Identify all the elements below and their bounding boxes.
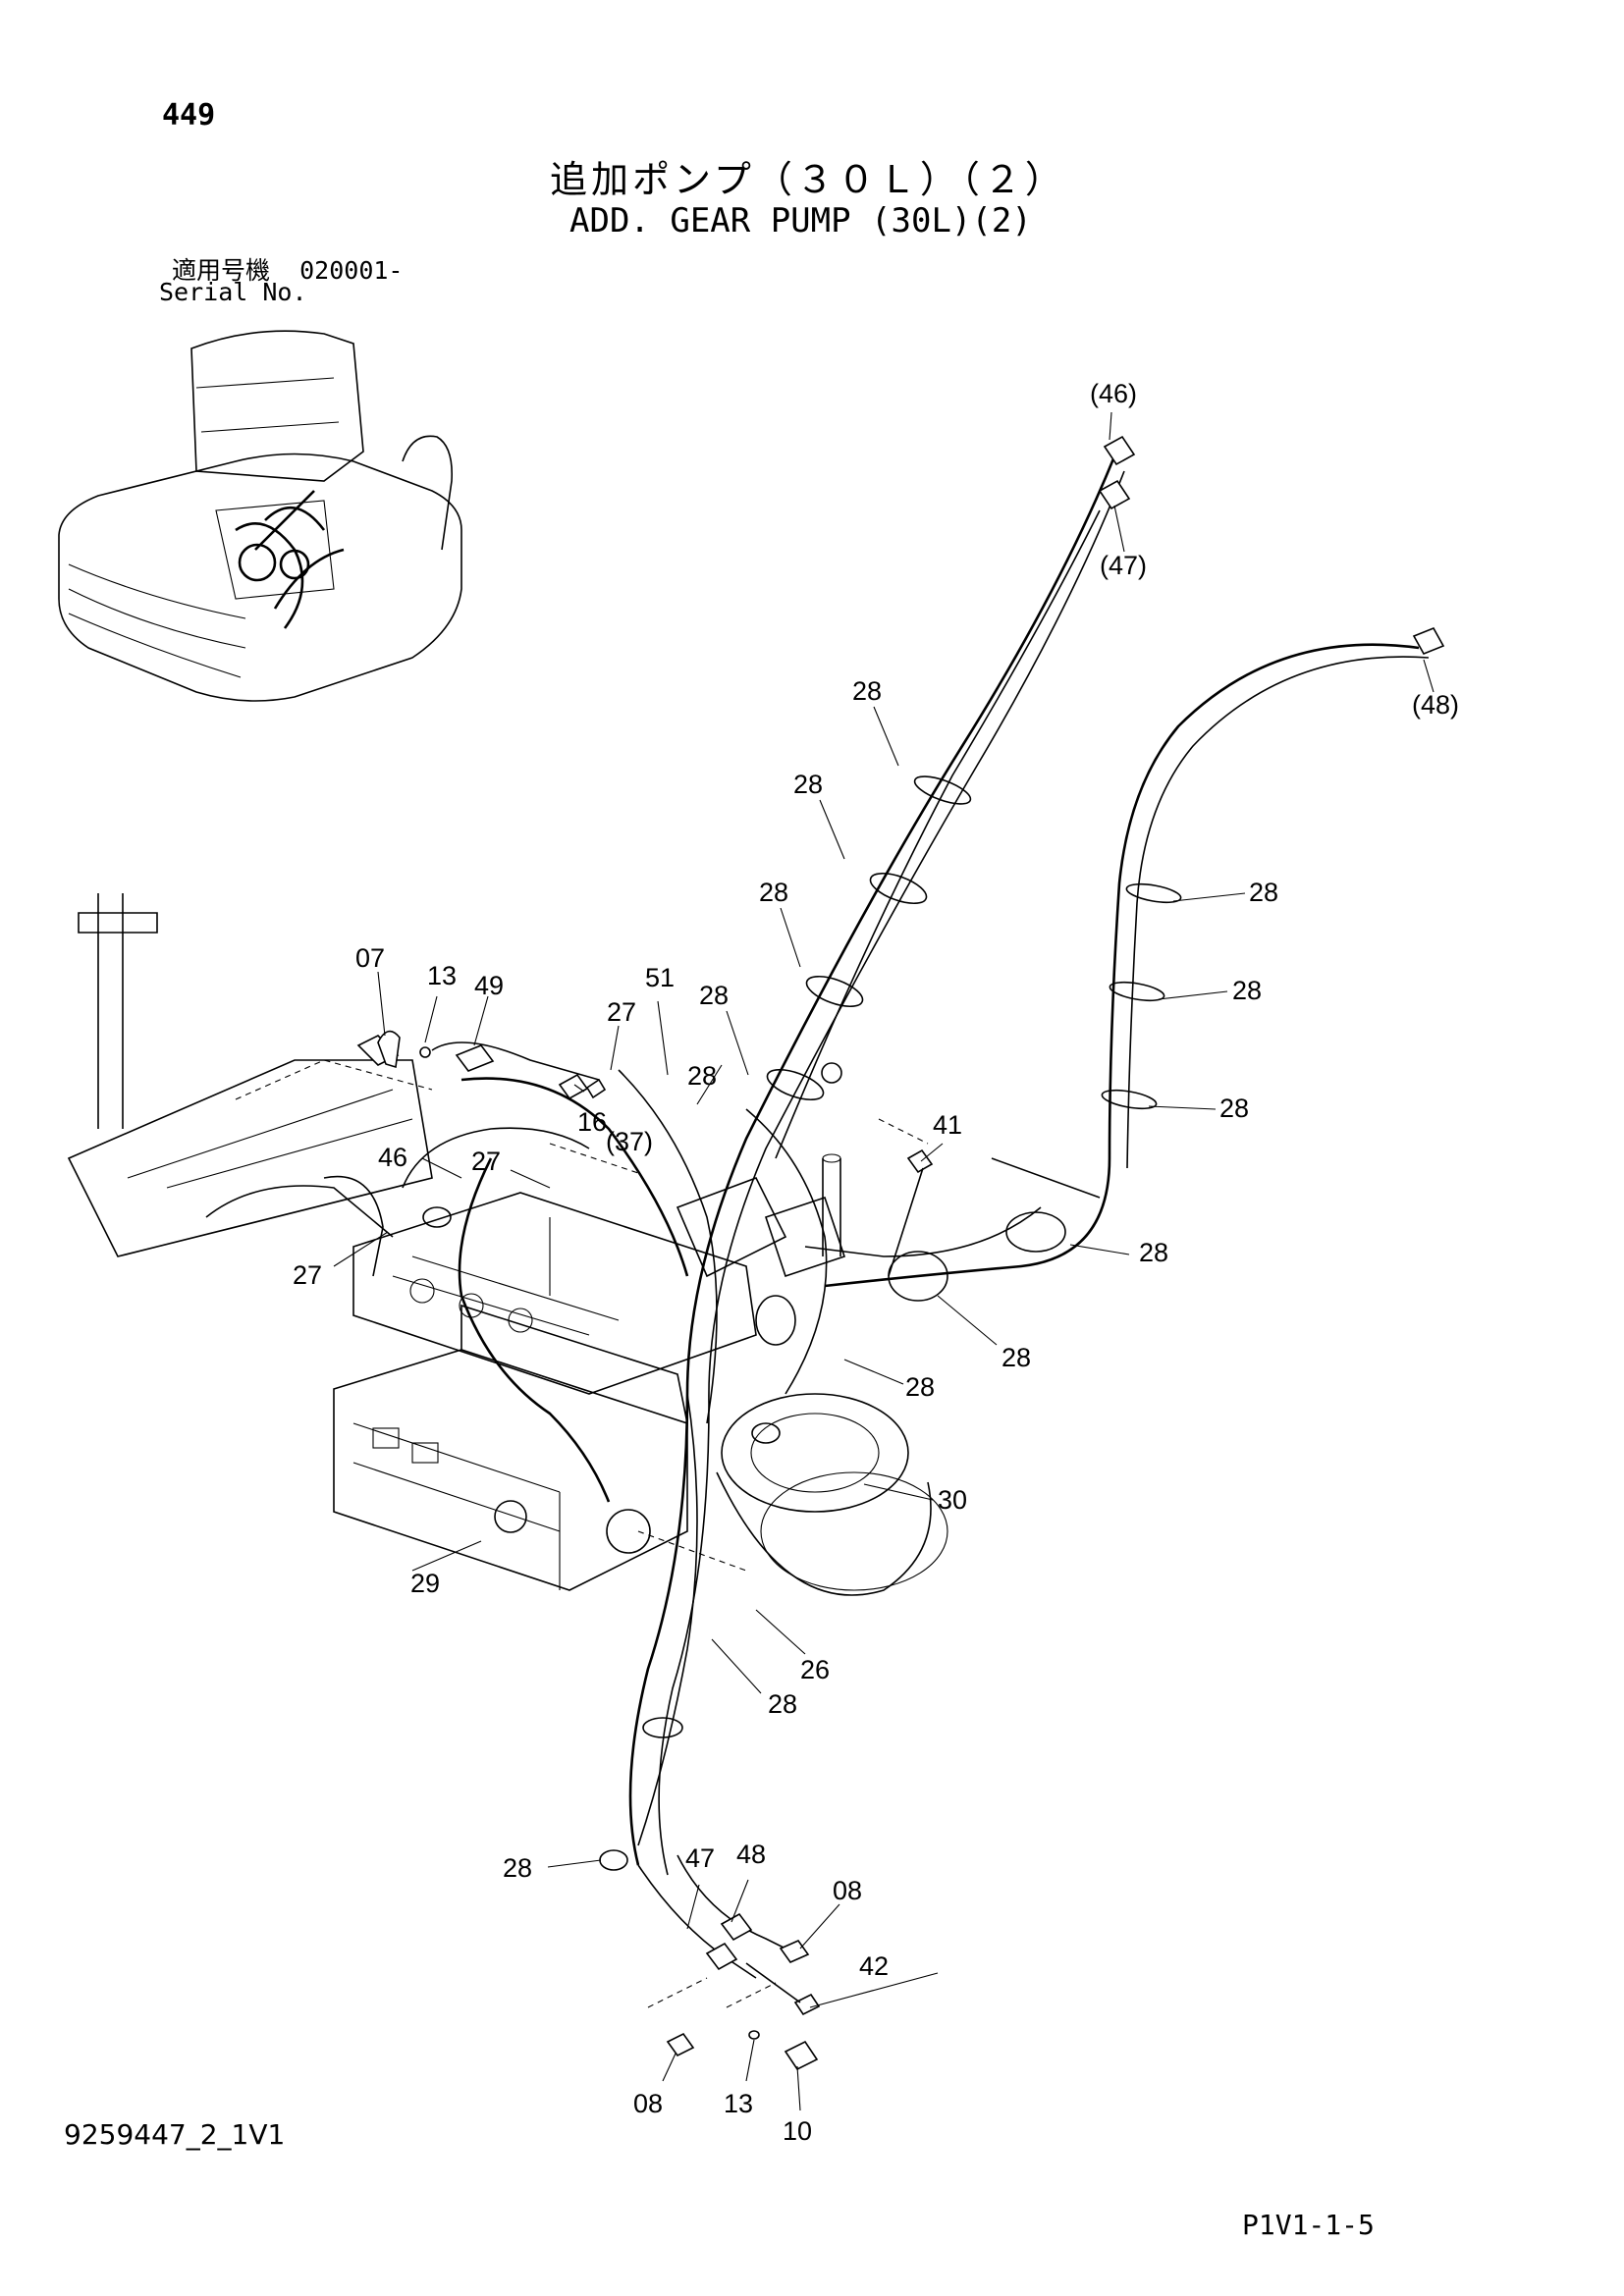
callout-46-ref: (46) <box>1090 379 1137 408</box>
callout-47-ref: (47) <box>1100 551 1147 580</box>
callout-26: 26 <box>800 1655 830 1684</box>
callout-29: 29 <box>410 1569 440 1598</box>
callout-27-top: 27 <box>607 997 636 1027</box>
callout-28-clamp-5: 28 <box>1249 878 1278 907</box>
callout-08-bottom: 08 <box>633 2089 663 2118</box>
callout-labels: (46) (47) (48) 28 28 28 28 28 28 28 28 2… <box>293 379 1459 2146</box>
callout-28-clamp-13: 28 <box>687 1061 717 1091</box>
callout-28-clamp-4: 28 <box>699 981 729 1010</box>
callout-37-ref: (37) <box>606 1127 653 1156</box>
excavator-overview-illustration <box>58 330 462 702</box>
callout-51: 51 <box>645 963 675 992</box>
callout-07: 07 <box>355 943 385 973</box>
callout-28-clamp-6: 28 <box>1232 976 1262 1005</box>
callout-28-clamp-2: 28 <box>793 770 823 799</box>
drawing-code: 9259447_2_1V1 <box>64 2118 286 2151</box>
callout-49: 49 <box>474 971 504 1000</box>
serial-number-label-japanese: 適用号機 020001- <box>172 251 403 287</box>
hose-routing <box>402 435 1445 1979</box>
page-title-english: ADD. GEAR PUMP (30L)(2) <box>569 201 1032 240</box>
callout-28-clamp-9: 28 <box>1001 1343 1031 1372</box>
callout-leaders <box>333 411 1435 2111</box>
callout-16: 16 <box>577 1107 607 1137</box>
page-title-japanese: 追加ポンプ（３０Ｌ）（２） <box>550 158 1066 201</box>
callout-48: 48 <box>736 1840 766 1869</box>
callout-28-clamp-3: 28 <box>759 878 788 907</box>
callout-30: 30 <box>938 1485 967 1515</box>
callout-46: 46 <box>378 1143 407 1172</box>
callout-13-bottom: 13 <box>724 2089 753 2118</box>
serial-label-jp: 適用号機 <box>172 256 271 285</box>
callout-48-ref: (48) <box>1412 690 1459 720</box>
pump-assembly-drawing <box>67 893 948 1596</box>
callout-27-left: 27 <box>293 1260 322 1290</box>
serial-number-label-english: Serial No. <box>159 278 307 306</box>
callout-28-clamp-1: 28 <box>852 676 882 706</box>
callout-47: 47 <box>685 1843 715 1873</box>
callout-08-right: 08 <box>833 1876 862 1905</box>
callout-28-clamp-10: 28 <box>905 1372 935 1402</box>
callout-28-clamp-11: 28 <box>768 1689 797 1719</box>
callout-41: 41 <box>933 1110 962 1140</box>
callout-10: 10 <box>783 2116 812 2146</box>
callout-28-clamp-8: 28 <box>1139 1238 1168 1267</box>
callout-28-clamp-7: 28 <box>1219 1094 1249 1123</box>
page-number: 449 <box>162 98 216 133</box>
page-reference: P1V1-1-5 <box>1242 2209 1375 2241</box>
callout-28-clamp-12: 28 <box>503 1853 532 1883</box>
fittings <box>235 1030 934 2071</box>
callout-42: 42 <box>859 1951 889 1981</box>
callout-13-top: 13 <box>427 961 457 990</box>
serial-value: 020001- <box>299 256 404 285</box>
callout-27-middle: 27 <box>471 1147 501 1176</box>
